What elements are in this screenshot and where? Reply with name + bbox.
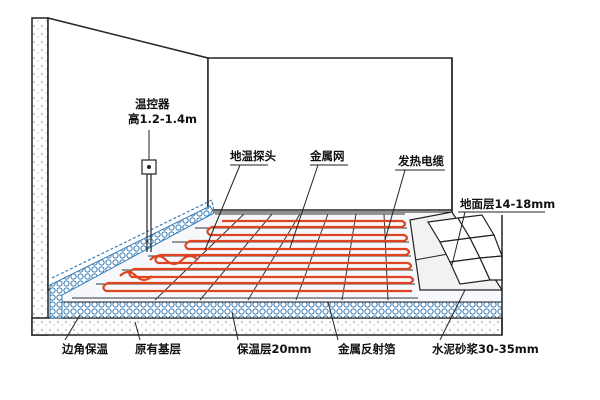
label-metal-mesh: 金属网	[309, 149, 345, 163]
original-base-slab	[31, 317, 503, 336]
label-metal-reflective-film: 金属反射箔	[337, 342, 396, 356]
label-thermostat-height: 高1.2-1.4m	[128, 112, 197, 126]
label-cement-mortar: 水泥砂浆30-35mm	[432, 342, 539, 356]
label-heating-cable: 发热电缆	[397, 154, 444, 168]
label-floor-sensor: 地温探头	[230, 149, 276, 163]
label-thermostat: 温控器	[135, 97, 170, 111]
back-wall	[207, 57, 453, 211]
corner-insulation-strip	[49, 205, 215, 319]
left-wall-section	[31, 17, 49, 336]
label-floor-layer: 地面层14-18mm	[460, 197, 555, 211]
label-insulation-layer: 保温层20mm	[236, 342, 311, 356]
label-corner-insulation: 边角保温	[61, 342, 108, 356]
label-original-base: 原有基层	[135, 342, 181, 356]
heating-cable	[102, 219, 415, 293]
insulation-layer	[49, 301, 503, 319]
leader-lines	[64, 164, 545, 341]
